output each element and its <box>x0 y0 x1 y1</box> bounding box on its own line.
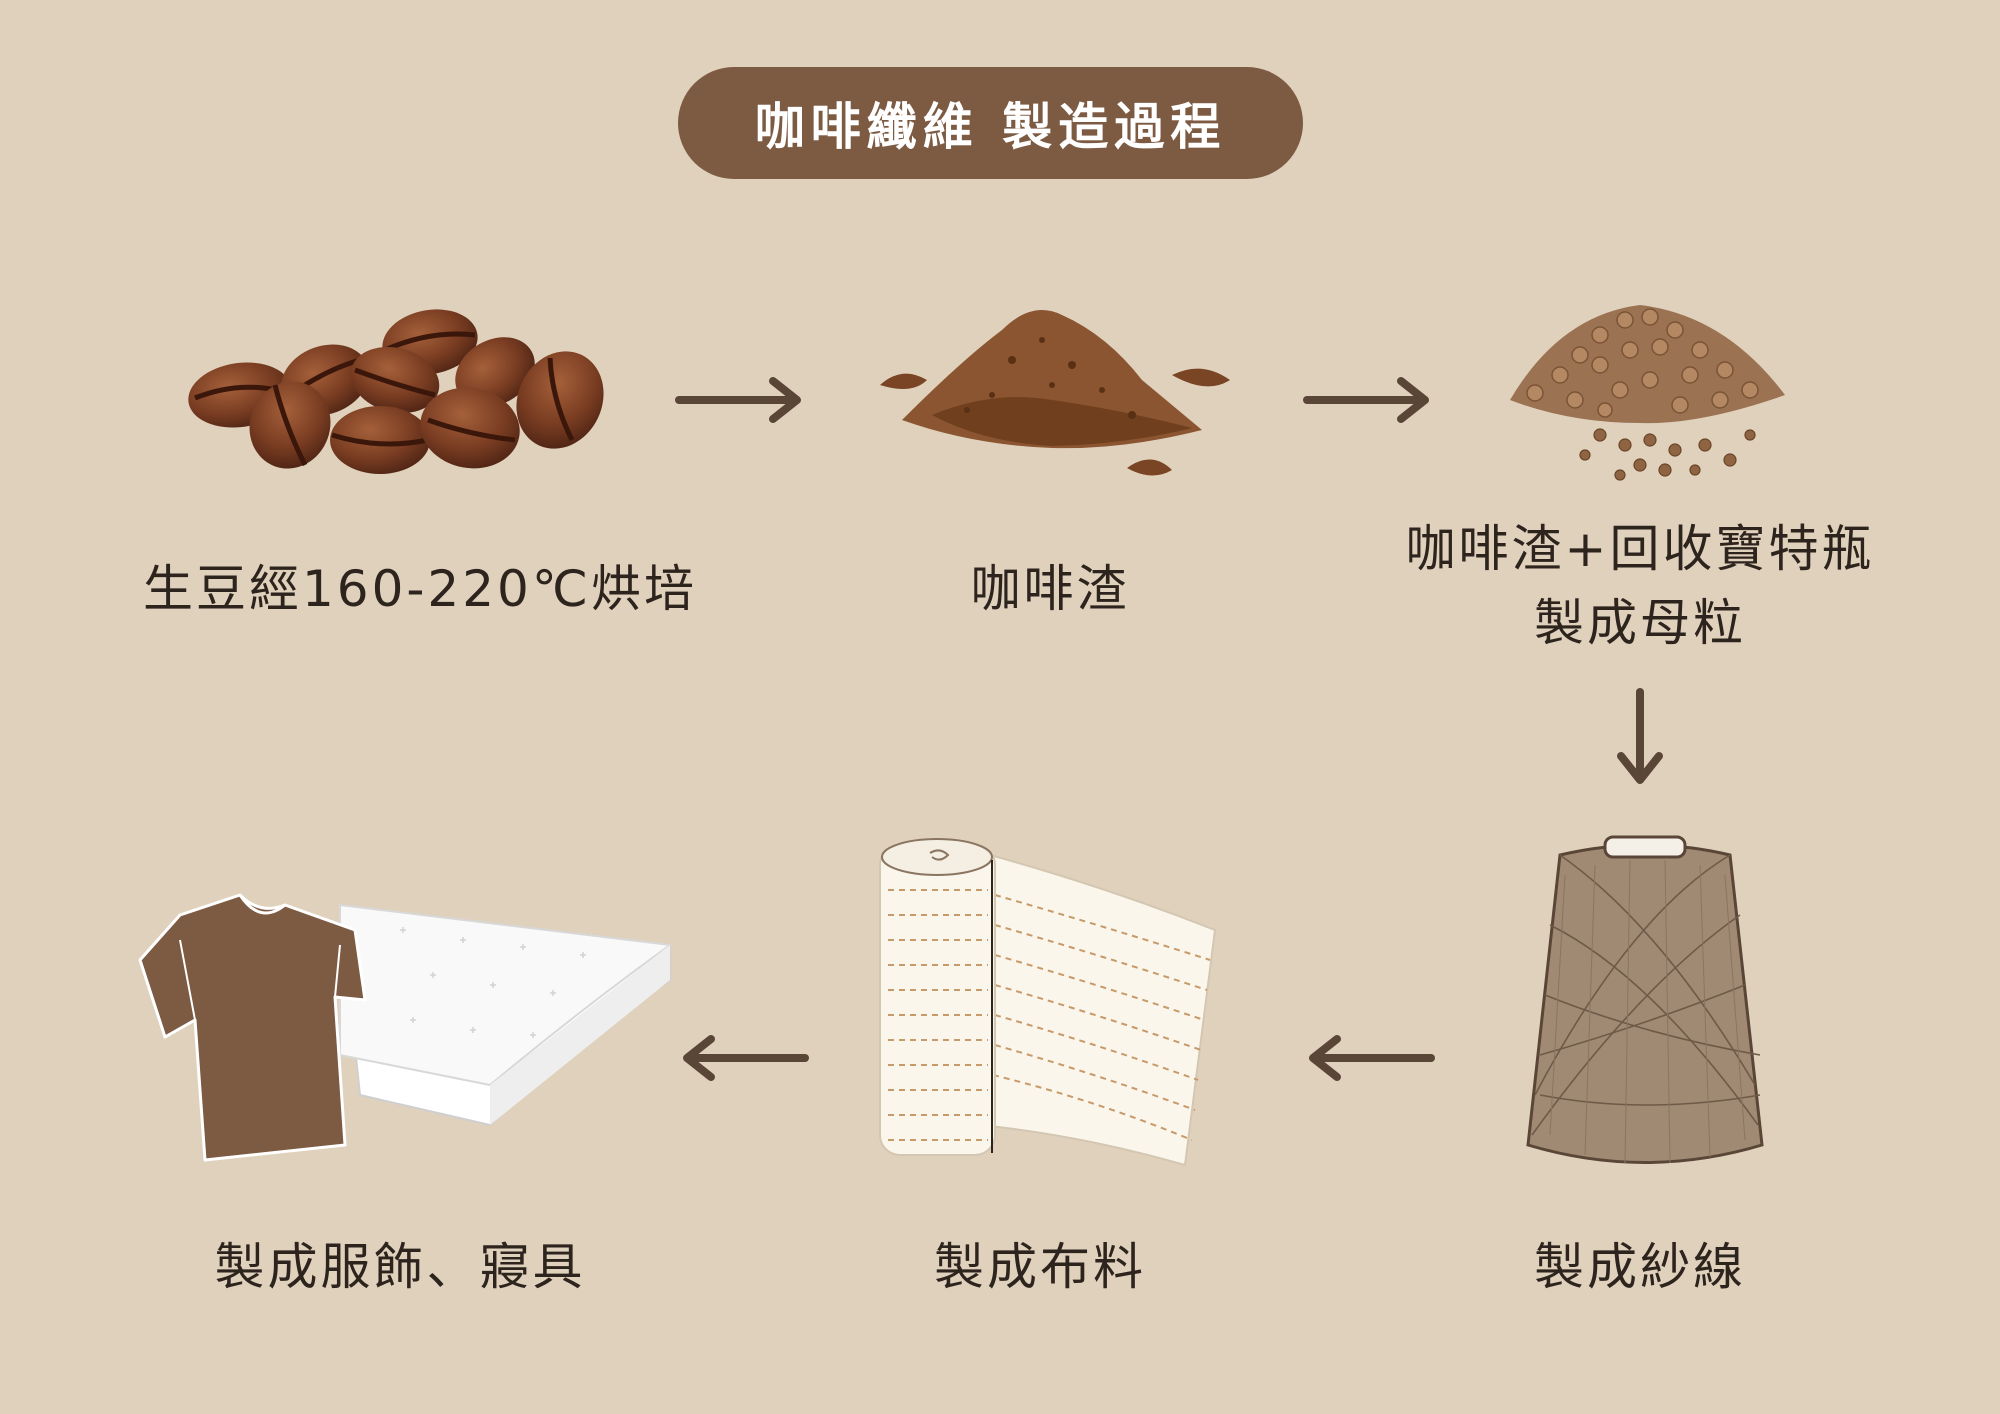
tshirt-mattress-icon <box>138 893 673 1162</box>
step-2-label: 咖啡渣 <box>970 560 1130 618</box>
step-1-label: 生豆經160-220℃烘培 <box>142 560 698 618</box>
title-pill: 咖啡纖維 製造過程 <box>678 67 1303 179</box>
arrow-down-icon <box>1617 688 1663 784</box>
fabric-roll-icon <box>879 838 1217 1167</box>
arrow-left-icon <box>683 1035 809 1081</box>
coffee-grounds-icon <box>880 310 1230 476</box>
step-3-label-line2: 製成母粒 <box>1534 594 1746 652</box>
step-6-label: 製成服飾、寢具 <box>214 1238 586 1296</box>
arrow-right-icon <box>675 377 801 423</box>
step-4-label: 製成紗線 <box>1534 1238 1746 1296</box>
step-5-label: 製成布料 <box>934 1238 1146 1296</box>
arrow-left-icon <box>1309 1035 1435 1081</box>
step-3-label-line1: 咖啡渣+回收寶特瓶 <box>1405 520 1875 578</box>
page-title: 咖啡纖維 製造過程 <box>754 98 1227 156</box>
yarn-cone-icon <box>1526 835 1764 1164</box>
coffee-beans-icon <box>188 309 604 474</box>
pellets-icon <box>1510 305 1785 481</box>
arrow-right-icon <box>1303 377 1429 423</box>
